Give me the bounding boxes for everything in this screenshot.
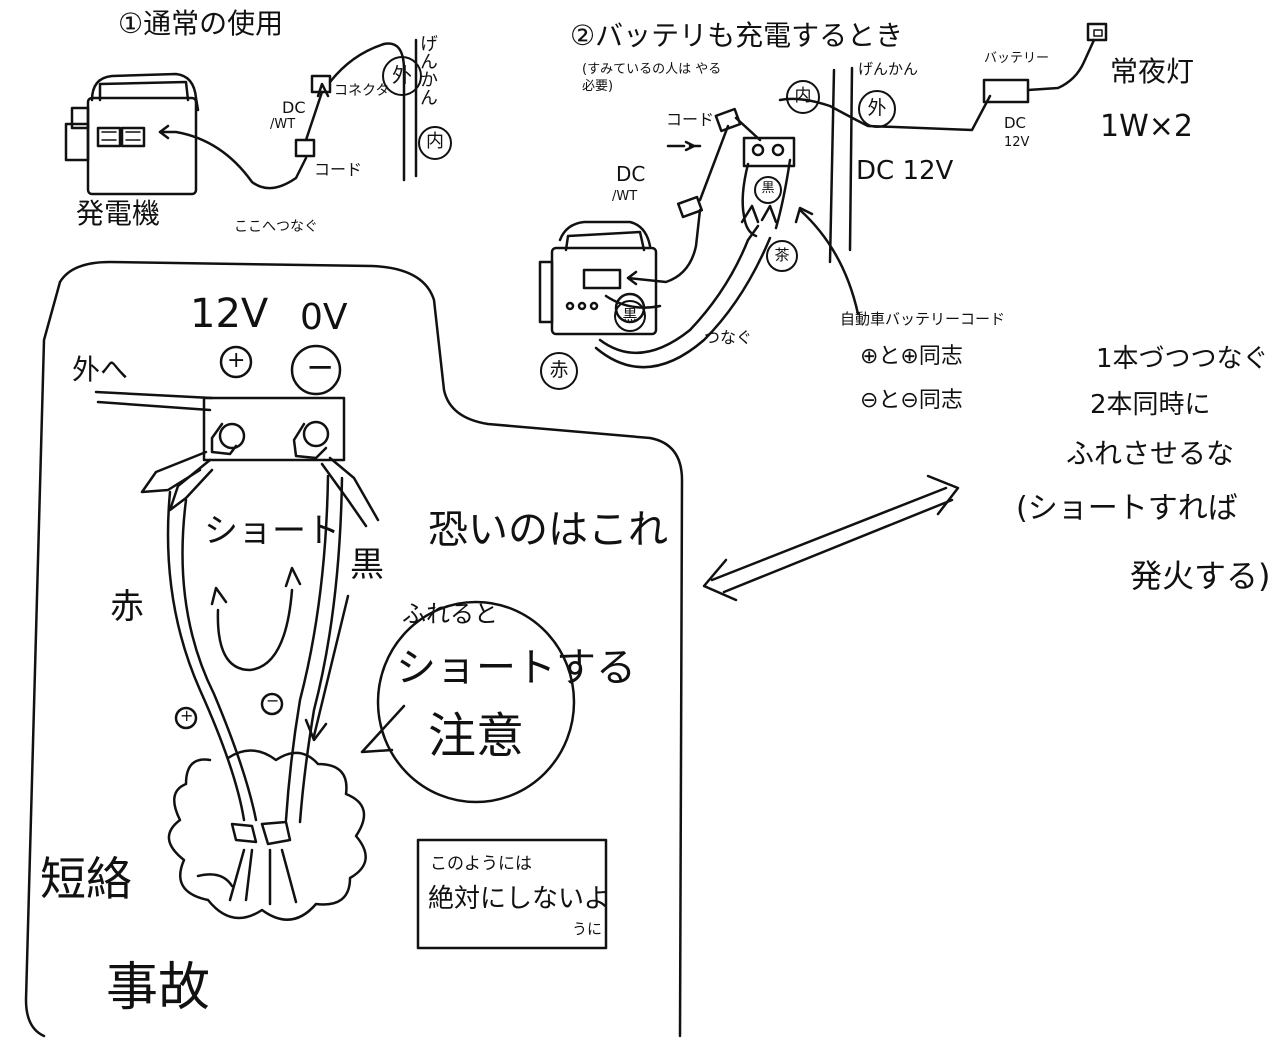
cable-label: 自動車バッテリーコード bbox=[840, 310, 1006, 328]
to-outside-label: 外へ bbox=[72, 353, 129, 386]
black-mark-gen: 黒 bbox=[614, 300, 646, 332]
red-mark: 赤 bbox=[540, 352, 578, 390]
double-arrow bbox=[702, 474, 960, 602]
lamp-spec: 1W×2 bbox=[1100, 109, 1193, 144]
dc-label-1: DC bbox=[282, 98, 306, 117]
short-label: ショート bbox=[204, 511, 340, 551]
entrance-label-1: げんかん bbox=[417, 34, 438, 106]
inside-mark-2: 内 bbox=[786, 80, 820, 114]
black-mark-top: 黒 bbox=[754, 176, 782, 204]
voltage-12v: 12V bbox=[190, 291, 269, 337]
cord-label-1: コード bbox=[314, 160, 363, 179]
touch-note: ふれると bbox=[402, 600, 498, 628]
rule-minus: ⊖と⊖同志 bbox=[860, 388, 963, 413]
lamp-label: 常夜灯 bbox=[1110, 55, 1195, 88]
caution-label: 注意 bbox=[428, 708, 525, 764]
connect-label-2: つなぐ bbox=[704, 328, 753, 347]
note-line-3: ふれさせるな bbox=[1066, 437, 1235, 470]
note-line-5: 発火する) bbox=[1130, 557, 1271, 595]
never-line-2: 絶対にしないよ bbox=[428, 884, 610, 914]
red-cable-label: 赤 bbox=[110, 587, 144, 627]
section2-note: (すみているの人は やる必要) bbox=[582, 62, 722, 94]
outside-mark-2: 外 bbox=[858, 90, 896, 128]
inside-mark-1: 内 bbox=[418, 126, 452, 160]
dc12-small-label: DC bbox=[1004, 114, 1027, 132]
rule-plus: ⊕と⊕同志 bbox=[860, 344, 963, 369]
never-line-3: うに bbox=[572, 920, 603, 938]
never-line-1: このようには bbox=[430, 854, 532, 874]
dc12-main-label: DC 12V bbox=[856, 156, 954, 186]
minus-cable-mark: − bbox=[266, 691, 280, 710]
battery-clamp-wiring bbox=[594, 94, 992, 369]
outside-mark-1: 外 bbox=[382, 56, 422, 96]
fear-label: 恐いのはこれ bbox=[428, 507, 668, 553]
entrance-label-2: げんかん bbox=[858, 60, 919, 78]
note-line-2: 2本同時に bbox=[1090, 390, 1211, 420]
generator-1-drawing bbox=[64, 72, 200, 196]
detail-panel-border bbox=[24, 260, 684, 1038]
battery-and-lamp bbox=[982, 22, 1108, 104]
never-box bbox=[416, 838, 608, 950]
battery-terminal-detail bbox=[94, 344, 380, 528]
dc-watt-1: /WT bbox=[270, 117, 296, 132]
dc-label-2: DC bbox=[616, 162, 646, 186]
warning-bubble bbox=[360, 600, 576, 804]
cord-label-2: コード bbox=[666, 110, 715, 129]
cable-rule-pointer bbox=[794, 206, 860, 316]
note-line-4: (ショートすれば bbox=[1016, 491, 1238, 526]
accident-label: 事故 bbox=[106, 958, 211, 1018]
minus-terminal-mark: − bbox=[306, 347, 335, 387]
voltage-0v: 0V bbox=[300, 297, 348, 338]
plus-cable-mark: + bbox=[180, 706, 194, 725]
black-cable-label: 黒 bbox=[350, 545, 384, 585]
explosion-cloud bbox=[167, 749, 367, 921]
section2-title: ②バッテリも充電するとき bbox=[570, 19, 904, 52]
battery-label: バッテリー bbox=[984, 51, 1050, 66]
dc-watt-2: /WT bbox=[612, 189, 638, 204]
section1-title: ①通常の使用 bbox=[118, 7, 284, 40]
plus-terminal-mark: + bbox=[227, 348, 246, 373]
brown-mark: 茶 bbox=[766, 240, 798, 272]
generator-label: 発電機 bbox=[76, 197, 161, 230]
short-note: ショートする bbox=[396, 645, 636, 691]
note-line-1: 1本づつつなぐ bbox=[1096, 344, 1269, 374]
cables-detail bbox=[166, 474, 350, 824]
house-wall-2 bbox=[828, 66, 854, 264]
connector-label: コネクタ bbox=[334, 83, 390, 99]
short-circuit-label: 短絡 bbox=[40, 852, 132, 906]
dc12-small-volt: 12V bbox=[1004, 135, 1030, 150]
connect-here-label: ここへつなぐ bbox=[234, 219, 318, 235]
